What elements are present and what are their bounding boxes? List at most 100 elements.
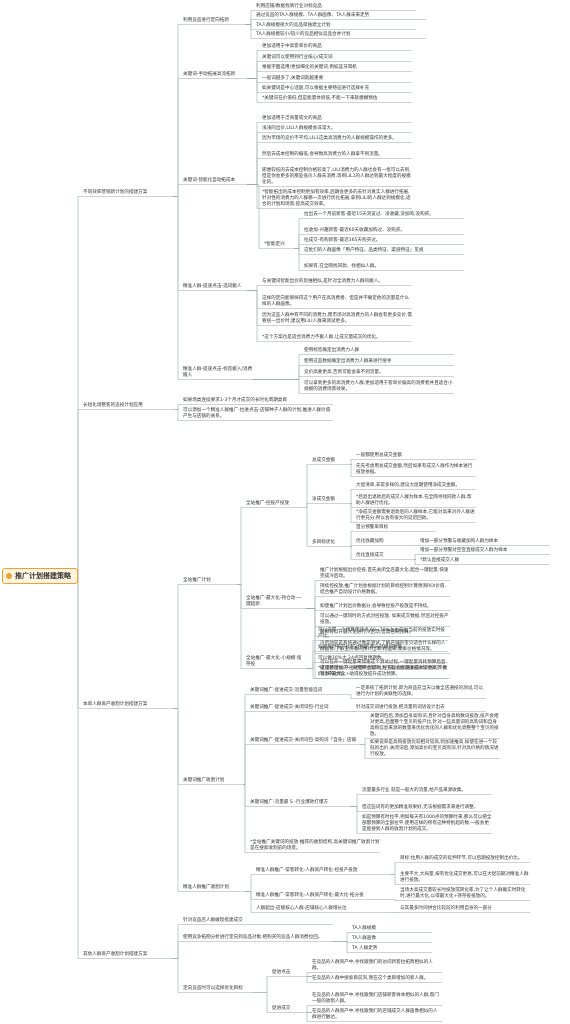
node-b1-3-7-3[interactable]: 拉成交-有购新客-最近365天购买过。	[304, 238, 381, 243]
node-b3-1-2-4[interactable]: 可以通过一键同时的方式对控投放, 如果成交数据,然后对控投产投放。	[320, 614, 449, 625]
node-b3-1-2-2[interactable]: 持续控投放,推广计划会根据计划的目标控制计算预测ROI价值,结合推产自动设计价格…	[320, 584, 446, 595]
node-b1-5[interactable]: 精准人群-提速点击-标签搬入/消费搬入	[183, 367, 253, 378]
node-b3-1-1-3-3-1[interactable]: 增加一部分预警对空宣直接成交人群为样本	[420, 548, 508, 553]
node-b3-2-5[interactable]: *全站推广关键词的投放-推荐的收割结构,高关键词推广收割计划是在搜索收割前的场景…	[250, 840, 380, 851]
node-b4-2-1[interactable]: TA人群规模	[352, 926, 376, 931]
node-b4-2[interactable]: 使用竞争拓网分析进行定向到竞品对象,把购买的竞品人群消费拉回。	[183, 935, 323, 940]
node-b3-3-3[interactable]: 人群超出-店铺核心人群-店铺核心人群增长位	[256, 906, 347, 911]
node-b1-1-4[interactable]: TA人群规模较小/较少的竞品相似竞品合并计划	[256, 32, 351, 37]
node-b1-3-6[interactable]: *智能拓出的成本控制更加有效率,后期会更多的去针对真实人群进行拓展,针对性的消费…	[262, 190, 411, 207]
node-b3-1-2-1[interactable]: 推广计划根据出价控投,首先关闭全店最大化,配合一键起量,快速完成冷启动。	[320, 568, 449, 579]
node-b3-3-3-1[interactable]: 与其最多时间拼合比较前的利用自身的一部分	[400, 906, 492, 911]
node-b1-2[interactable]: 关键词-手动拓展高流拓新	[183, 72, 236, 77]
node-b4-3-2-1[interactable]: 在竞品的人群资产中,寻找跟我们店铺新客样本相似的人群,帮门一般的收割人群。	[312, 993, 439, 1004]
node-b1-2-6[interactable]: *关键词在价值低,但是能量体很低,不能一下来就模糊预估	[262, 96, 378, 101]
node-b4-2-3[interactable]: TA 人群走势	[352, 946, 378, 951]
node-b1-1-2[interactable]: 通过竞品的TA人群规模、TA人群画像、TA人群未来走势	[256, 13, 370, 18]
node-b3-3-1-2[interactable]: 主要不大,大局量,按有优化成交更易,可以在大促前期对精准人群进行投放。	[400, 872, 529, 883]
node-b3-2-3[interactable]: 关键词推广-促进成交-关闭词包-高购词「自身」店铺	[250, 738, 357, 743]
node-b3-1-2-3[interactable]: 如使推广计划出价数据分,会导致控投产投放是不持续。	[320, 604, 432, 609]
node-b1-1-1[interactable]: 利用店铺/数据找到行业对标竞品	[256, 4, 322, 9]
node-b3-3-2[interactable]: 精准人群推广-常客转化-人群资产转化-最大化-拓分投	[256, 893, 364, 898]
node-b1-3-7[interactable]: *智能定兴	[264, 242, 285, 247]
node-b3-1-3-2[interactable]: 如果发时投产比超过预期,那么就增加预算。	[318, 645, 407, 650]
node-b3-1-1-1[interactable]: 总成交金额	[312, 458, 335, 463]
node-b3-1-3[interactable]: 全站推广-最大化-小规模-留存投	[246, 656, 302, 667]
node-b3-1-3-4[interactable]: *这是新增加的一日预算会影响,为了最大能使收成本较更高了,我们打开最大化+助得投…	[318, 666, 448, 677]
node-b4-3-1[interactable]: 促进点击	[272, 970, 291, 975]
node-b3-1-1-1-1[interactable]: 一般都使用总成交金额	[356, 453, 402, 458]
node-b1-5-4[interactable]: 可以拿到更多的高消费力人群,更加适用于客单价偏高的消费者并且适合小规模的消费场景…	[304, 381, 453, 392]
node-b1-1-3[interactable]: TA人群规模很大的竞品单独建立计划	[256, 23, 331, 28]
node-b3-1-1-2-2[interactable]: *后退出退款后的成交人群为样本,在全网寻找同款人群,帮助人群进行优化。	[356, 495, 472, 506]
node-b3-1-2-5[interactable]: 最断可以开最大化进行冷启动,但需控制预算。	[320, 630, 414, 635]
node-b3-1[interactable]: 全站推广计划	[183, 578, 211, 583]
node-b3-1-1[interactable]: 全站推广-控投产投放	[246, 501, 290, 506]
node-b1-5-1[interactable]: 使用标签确定出消费力人群	[304, 348, 360, 353]
node-b3-1-1-3-2[interactable]: 优化收藏加购	[356, 539, 384, 544]
node-b2-2[interactable]: 可以添加一个精准人群推广-拉进点击-店铺种子人群的计划,推进人群价值产生与店铺的…	[183, 408, 331, 419]
node-b1-3-7-5[interactable]: 如果有,在全网找同款、找相似人群。	[304, 264, 379, 269]
node-b4-2-2[interactable]: TA人群画像	[352, 936, 376, 941]
node-b3-2-2[interactable]: 关键词推广-促进成交-关闭词包-行业词	[250, 705, 329, 710]
node-b3-1-1-2-1[interactable]: 大促清单,非常多样的,建议大促期使用净成交金额。	[356, 483, 460, 488]
node-b3-1-1-3-3-2[interactable]: *默认直接成交人群	[420, 558, 460, 563]
node-b3-3-1[interactable]: 精准人群推广-常客转化-人群资产转化-控投产投放	[256, 868, 358, 873]
node-b3-2-4-1[interactable]: 流量最多行业 就是一般大的流量,给产品来源收集。	[362, 788, 466, 793]
node-b1-3-3[interactable]: 因为市场的竞价不平均,LIL1这类高消费力的人群规模操作的更多。	[262, 136, 397, 141]
node-b3-1-1-3-3[interactable]: 优化直接成交	[356, 553, 384, 558]
node-b1-3[interactable]: 关键词-智能化自动拓成本	[183, 178, 236, 183]
node-b1-5-3[interactable]: 竞价高要更高,否则可能会拿不到流量。	[304, 370, 384, 375]
node-b2[interactable]: 长短化调整客的追投计划应用	[83, 403, 143, 408]
node-b1-2-1[interactable]: 更加适用于中高客单价的商品	[262, 44, 322, 49]
node-b3-2-4[interactable]: 关键词推广-流量最 S -行业爆款打爆方	[250, 800, 329, 805]
node-b1-2-5[interactable]: 如关键词是中心话题,可以根据主要特征进行选择补充	[262, 86, 370, 91]
node-b3[interactable]: 本单人群资产收割计划搭建方案	[83, 702, 148, 707]
node-b1-3-1[interactable]: 更加适用于泛商量或文的商品	[262, 116, 322, 121]
node-b1-4-2[interactable]: 这样的定向能够探得这个用户在高消费者、但是并不确定他的流量是什么样的人群画像。	[262, 296, 410, 307]
node-b3-1-1-2-3[interactable]: *净成交金额需要退款后的人群样本,它能对高来对外人群进行更充分,所以会有很大的延…	[356, 510, 475, 521]
node-b4-1[interactable]: 针对竞品店人群做现搭建成交	[183, 918, 243, 923]
node-b3-1-1-3-1[interactable]: 首分预警单目标	[356, 525, 389, 530]
node-b3-1-3-3[interactable]: 可以做30%大,24点回复预期数。	[318, 656, 387, 661]
node-b3-3-2-1[interactable]: 当场太高成交量较长时投放或转化率,为了让个人群确实时转化时,进行最大化,以得最大…	[400, 888, 526, 899]
node-b3-1-2-7[interactable]: 可以在开一键起量来加速这个测试过程,一键起量消耗预算后直接调整出价,产出经营不合…	[320, 660, 447, 677]
node-b1-3-5[interactable]: 即便较低的去成本控制价格较高了,LILI消费力的人群也会有一批可以去到,但是你会…	[262, 168, 411, 185]
node-b4[interactable]: 其他人群资产收割计划搭建方案	[83, 952, 148, 957]
node-b4-3[interactable]: 定向竞品时可以选择优化目标	[183, 986, 243, 991]
node-b3-1-1-1-2[interactable]: 先先考虑用总成交金额,然后如果有成交人群作为样本进行投放依据。	[356, 464, 473, 475]
node-b3-1-1-3-2-1[interactable]: 增加一部分预警与收藏加购人群为样本	[420, 539, 499, 544]
node-b1[interactable]: 不同效率营销新计划的搭建方案	[83, 190, 148, 195]
node-b1-3-7-2[interactable]: 拉收加-兴趣新客-最近60天收藏加购过、没购买。	[304, 228, 406, 233]
node-b3-2-4-2[interactable]: 但这些词有的更加精准效果好,无法根据需求来进行调整。	[362, 805, 479, 810]
node-b1-3-4[interactable]: 然后去成本控制的偏低,会导致高消费力的人群拿不到流量。	[262, 152, 383, 157]
node-b1-2-4[interactable]: 一般词越多了,关键词就越重要	[262, 76, 324, 81]
node-b3-1-3-1[interactable]: 可以设置一个预算使测点,60~70%左右的出当前的投放实时投产比。	[318, 628, 446, 639]
node-b4-3-1-2[interactable]: 在竞品的人群中搜索目前浏,我在这个类目增加的新人群。	[312, 976, 429, 981]
node-b4-3-1-1[interactable]: 在竞品的人群资产中,寻找跟我们的访问新客拉拓而相似的人群。	[312, 960, 433, 971]
node-b4-3-2-2[interactable]: 在竞品的人群资产中,寻找跟我们的店铺成交人群画像相似的人群进行触达。	[312, 1009, 438, 1020]
node-b1-3-7-1[interactable]: 拉出去一个月前新客-最近15天浏览过、没收藏,没加购,没购买。	[304, 212, 434, 217]
node-b1-4-3[interactable]: 因为这些人群中有不同的消费力,而市场对高消费力的人群会有更多竞价,需要统一出价时…	[262, 313, 412, 324]
node-b3-1-2-6[interactable]: 冷启动是是系统通过像是测试,了解店铺的宝贝适合什么样的人群画像,了解宝贝收的预计…	[320, 641, 446, 652]
node-b1-3-7-4[interactable]: 这批们的人群画像「用户特征、品类特征、渠道特征」见规	[304, 248, 424, 253]
node-b1-2-2[interactable]: 关键词可以使用到行业核心/成交词	[262, 55, 333, 60]
node-b3-2[interactable]: 关键词推广收割计划	[183, 778, 225, 783]
node-b3-2-3-2[interactable]: 如果说单是高购投放比较相对较高,则加速推高,如使在进一个较低的出价,关闭词后,添…	[370, 740, 499, 757]
root-node[interactable]: 推广计划搭建策略	[2, 568, 78, 584]
node-b2-1[interactable]: 如果场类连续要求1-3个月才成交的长时化周期类目	[183, 398, 287, 403]
node-b3-2-3-1[interactable]: 关键词包后,添加自身高购词,且针对自身高购数词投放,投产会相对更高,后面整个宝贝…	[370, 714, 499, 737]
node-b1-4-4[interactable]: *这个方案也是适合消费力不搬人群,让成交量成交的优化。	[262, 335, 381, 340]
node-b1-1[interactable]: 利用竞品进行定向拓新	[183, 18, 229, 23]
node-b1-2-3[interactable]: 根据字面选用/更加细化的关键词,例如蓝牙耳机	[262, 65, 357, 70]
node-b3-2-2-1[interactable]: 针对成交词进行投放,把流量的词语设计出去	[356, 705, 445, 710]
node-b3-3-1-1[interactable]: 目标:拉用人群的成交的延伸环节,可以后期投放控制出价比。	[400, 856, 523, 861]
node-b3-1-1-3[interactable]: 多目标优化	[312, 540, 335, 545]
node-b4-3-2[interactable]: 促进成交	[272, 1006, 291, 1011]
node-b3-1-2[interactable]: 全站推广-最大化-持仓动-一键超新	[246, 596, 302, 607]
node-b3-1-1-2[interactable]: 净成交金额	[312, 497, 335, 502]
node-b1-3-2[interactable]: 浅浅的出价,LILI人群规模会非常大。	[262, 126, 336, 131]
node-b3-2-4-3[interactable]: 如是预算有时拉平,例如每天有1000点的预算时来,那么可以把全部都预算的全部拉平…	[362, 815, 492, 832]
node-b1-4[interactable]: 精准人群-提速点击-选词搬人	[183, 284, 242, 289]
node-b1-4-1[interactable]: 与关键词智能出价的思维相似,是针对全消费力人群的搬人。	[262, 279, 383, 284]
